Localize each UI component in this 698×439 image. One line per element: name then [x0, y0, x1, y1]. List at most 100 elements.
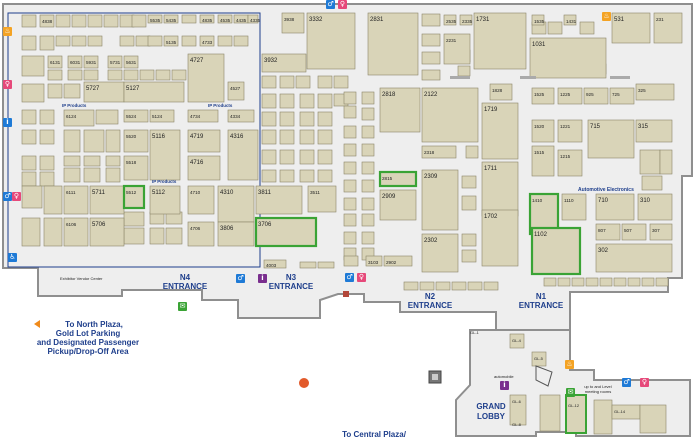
booth-unlabeled[interactable] — [317, 129, 333, 145]
booth-unlabeled[interactable] — [343, 105, 357, 119]
booth-1525[interactable] — [531, 87, 555, 105]
booth-4334[interactable] — [227, 109, 255, 123]
booth-3511[interactable] — [307, 185, 337, 213]
booth-unlabeled[interactable] — [317, 149, 333, 165]
booth-4316[interactable] — [227, 129, 259, 181]
booth-5435[interactable] — [163, 14, 179, 24]
booth-unlabeled[interactable] — [123, 211, 145, 227]
booth-unlabeled[interactable] — [465, 145, 479, 159]
booth-unlabeled[interactable] — [361, 143, 375, 157]
booth-unlabeled[interactable] — [21, 185, 43, 209]
booth-unlabeled[interactable] — [233, 35, 249, 47]
booth-5518[interactable] — [123, 155, 149, 181]
booth-unlabeled[interactable] — [299, 111, 315, 127]
booth-2231[interactable] — [443, 33, 471, 65]
booth-5731[interactable] — [107, 55, 123, 69]
booth-unlabeled[interactable] — [361, 231, 375, 245]
booth-5124[interactable] — [149, 109, 175, 123]
booth-unlabeled[interactable] — [83, 155, 101, 167]
booth-unlabeled[interactable] — [63, 155, 81, 167]
booth-unlabeled[interactable] — [21, 155, 37, 171]
booth-unlabeled[interactable] — [483, 281, 499, 291]
booth-unlabeled[interactable] — [451, 281, 467, 291]
booth-3103[interactable] — [365, 255, 383, 267]
booth-unlabeled[interactable] — [67, 69, 83, 81]
booth-unlabeled[interactable] — [261, 169, 277, 183]
booth-1731[interactable] — [473, 12, 527, 70]
booth-unlabeled[interactable] — [105, 167, 121, 183]
booth-unlabeled[interactable] — [123, 69, 139, 81]
booth-unlabeled[interactable] — [63, 167, 81, 183]
booth-unlabeled[interactable] — [317, 93, 333, 109]
booth-2122[interactable] — [421, 87, 479, 143]
booth-unlabeled[interactable] — [43, 217, 63, 247]
booth-5931[interactable] — [83, 55, 99, 69]
booth-5524[interactable] — [123, 109, 149, 123]
booth-4003[interactable] — [263, 259, 287, 269]
booth-unlabeled[interactable] — [655, 277, 669, 287]
booth-unlabeled[interactable] — [579, 21, 595, 35]
booth-unlabeled[interactable] — [171, 69, 187, 81]
booth-unlabeled[interactable] — [461, 249, 477, 263]
restroom-icon[interactable]: ♂ — [236, 274, 245, 283]
booth-unlabeled[interactable] — [43, 185, 63, 215]
info-icon[interactable]: i — [3, 118, 12, 127]
booth-unlabeled[interactable] — [421, 13, 441, 27]
booth-6124[interactable] — [63, 109, 95, 127]
booth-2318[interactable] — [421, 145, 457, 159]
booth-unlabeled[interactable] — [63, 129, 81, 153]
booth-unlabeled[interactable] — [461, 175, 477, 189]
booth-unlabeled[interactable] — [457, 65, 471, 77]
booth-307[interactable] — [649, 223, 673, 241]
booth-2815[interactable] — [378, 170, 418, 188]
booth-unlabeled[interactable] — [39, 155, 55, 171]
booth-unlabeled[interactable] — [63, 83, 81, 99]
booth-unlabeled[interactable] — [461, 195, 477, 211]
booth-unlabeled[interactable] — [261, 111, 277, 127]
booth-531[interactable] — [611, 12, 651, 44]
booth-unlabeled[interactable] — [39, 109, 55, 125]
booth-unlabeled[interactable] — [299, 129, 315, 145]
booth-unlabeled[interactable] — [361, 125, 375, 139]
booth-2335[interactable] — [459, 14, 473, 26]
booth-5520[interactable] — [123, 129, 149, 153]
booth-5706[interactable] — [89, 217, 125, 247]
booth-unlabeled[interactable] — [299, 169, 315, 183]
booth-5727[interactable] — [83, 81, 125, 103]
booth-1215[interactable] — [557, 149, 583, 177]
booth-unlabeled[interactable] — [21, 109, 37, 125]
restroom-icon[interactable]: ♂ — [622, 378, 631, 387]
booth-5631[interactable] — [123, 55, 139, 69]
booth-unlabeled[interactable] — [467, 281, 483, 291]
booth-unlabeled[interactable] — [87, 14, 103, 28]
booth-unlabeled[interactable] — [21, 129, 37, 145]
booth-unlabeled[interactable] — [55, 14, 71, 28]
booth-unlabeled[interactable] — [639, 149, 661, 175]
booth-1102[interactable] — [530, 226, 582, 276]
booth-unlabeled[interactable] — [299, 149, 315, 165]
booth-4310[interactable] — [217, 185, 255, 223]
booth-1828[interactable] — [489, 83, 513, 101]
booth-unlabeled[interactable] — [317, 261, 335, 269]
booth-unlabeled[interactable] — [361, 179, 375, 193]
booth-unlabeled[interactable] — [279, 111, 295, 127]
booth-3332[interactable] — [306, 12, 356, 70]
booth-unlabeled[interactable] — [361, 161, 375, 175]
booth-4719[interactable] — [187, 129, 221, 153]
booth-unlabeled[interactable] — [39, 35, 55, 51]
booth-4835[interactable] — [199, 14, 215, 24]
booth-unlabeled[interactable] — [279, 93, 295, 109]
restroom-icon[interactable]: ♀ — [357, 273, 366, 282]
booth-2818[interactable] — [379, 87, 421, 133]
restroom-icon[interactable]: ♂ — [326, 0, 335, 9]
booth-unlabeled[interactable] — [83, 129, 105, 153]
booth-unlabeled[interactable] — [421, 33, 441, 47]
booth-unlabeled[interactable] — [55, 35, 71, 47]
booth-2302[interactable] — [421, 233, 459, 273]
booth-unlabeled[interactable] — [317, 111, 333, 127]
meeting-room-icon[interactable]: ✉ — [566, 388, 575, 397]
booth-unlabeled[interactable] — [139, 69, 155, 81]
booth-unlabeled[interactable] — [419, 281, 435, 291]
booth-unlabeled[interactable] — [659, 149, 673, 175]
booth-unlabeled[interactable] — [261, 75, 277, 89]
